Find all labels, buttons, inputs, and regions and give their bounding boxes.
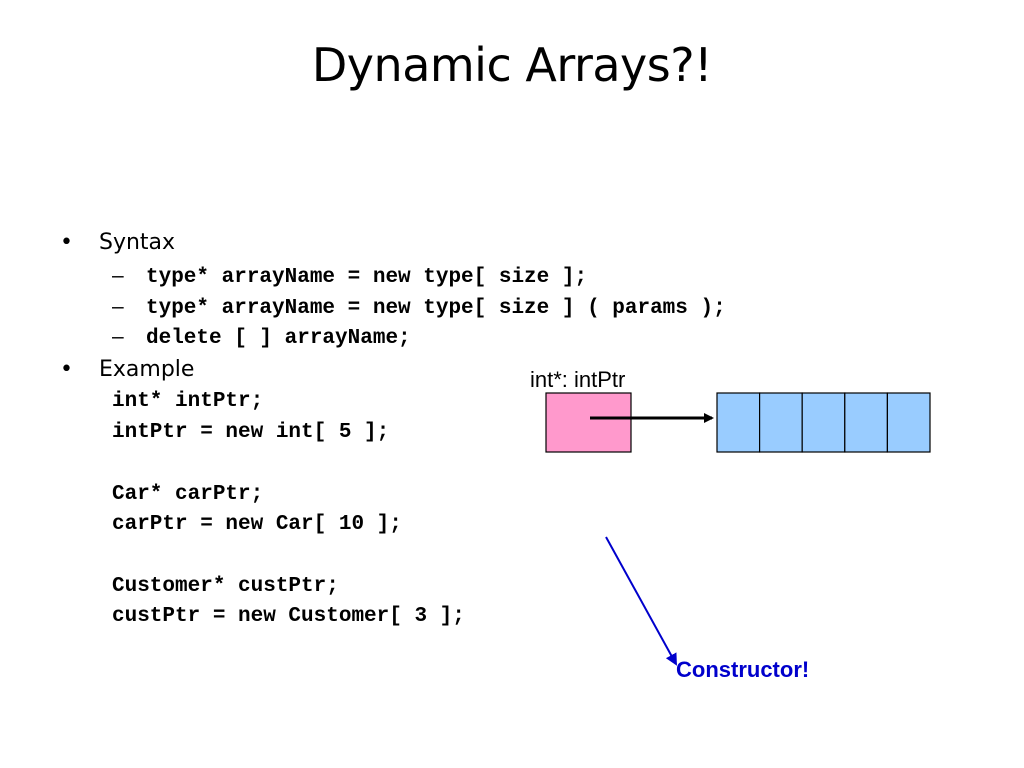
dash: –: [112, 264, 124, 287]
bullet-dot: •: [60, 230, 73, 255]
syntax-line-3: –delete [ ] arrayName;: [112, 322, 411, 354]
array-cell: [844, 392, 888, 453]
array-cell: [716, 392, 761, 453]
example-code-4: Car* carPtr;: [112, 483, 264, 506]
array-cell: [758, 392, 803, 453]
example-code-7: Customer* custPtr;: [112, 575, 339, 598]
constructor-annotation: Constructor!: [676, 657, 810, 682]
syntax-code-1: type* arrayName = new type[ size ];: [146, 266, 588, 289]
dash: –: [112, 325, 124, 348]
array-cell: [886, 392, 931, 453]
example-code-1: int* intPtr;: [112, 390, 264, 413]
bullet-dot: •: [60, 357, 73, 382]
example-code-8: custPtr = new Customer[ 3 ];: [112, 605, 465, 628]
pointer-box: [545, 392, 632, 453]
constructor-arrow: [605, 536, 677, 666]
dash: –: [112, 295, 124, 318]
example-code-5: carPtr = new Car[ 10 ];: [112, 513, 402, 536]
syntax-line-1: –type* arrayName = new type[ size ];: [112, 261, 587, 293]
bullet-label-syntax: Syntax: [99, 230, 176, 255]
bullet-label-example: Example: [99, 357, 195, 382]
array-cells: [716, 392, 931, 453]
syntax-code-3: delete [ ] arrayName;: [146, 327, 411, 350]
array-cell: [801, 392, 846, 453]
syntax-line-2: –type* arrayName = new type[ size ] ( pa…: [112, 292, 726, 324]
slide-title: Dynamic Arrays?!: [311, 38, 713, 92]
pointer-label: int*: intPtr: [530, 367, 626, 392]
syntax-code-2: type* arrayName = new type[ size ] ( par…: [146, 297, 726, 320]
example-code-2: intPtr = new int[ 5 ];: [112, 421, 390, 444]
